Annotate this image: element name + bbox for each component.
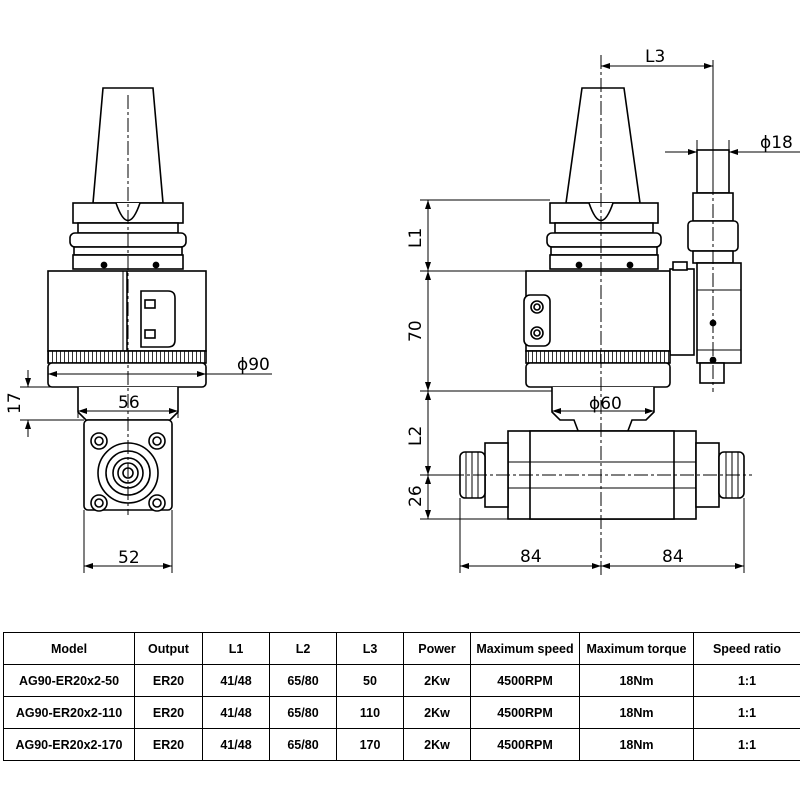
cell-max-speed: 4500RPM bbox=[470, 728, 580, 761]
table-header-row: Model Output L1 L2 L3 Power Maximum spee… bbox=[3, 632, 800, 665]
header-l2: L2 bbox=[269, 632, 337, 665]
dim-l3: L3 bbox=[645, 47, 665, 67]
dim-84-left: 84 bbox=[520, 547, 542, 567]
table-row: AG90-ER20x2-170 ER20 41/48 65/80 170 2Kw… bbox=[3, 728, 800, 761]
cell-l3: 50 bbox=[336, 664, 404, 697]
side-connector bbox=[669, 268, 695, 356]
side-view-dimensions bbox=[420, 60, 800, 573]
cell-l3: 110 bbox=[336, 696, 404, 729]
header-max-speed: Maximum speed bbox=[470, 632, 580, 665]
side-scale-ring bbox=[525, 350, 671, 364]
cell-output: ER20 bbox=[134, 696, 203, 729]
cell-l1: 41/48 bbox=[202, 696, 270, 729]
cell-output: ER20 bbox=[134, 728, 203, 761]
cell-power: 2Kw bbox=[403, 728, 471, 761]
header-speed-ratio: Speed ratio bbox=[693, 632, 800, 665]
dim-l2: L2 bbox=[406, 426, 426, 446]
cell-model: AG90-ER20x2-50 bbox=[3, 664, 135, 697]
header-model: Model bbox=[3, 632, 135, 665]
header-power: Power bbox=[403, 632, 471, 665]
cell-max-speed: 4500RPM bbox=[470, 664, 580, 697]
spindle-module bbox=[696, 262, 742, 364]
side-view bbox=[459, 87, 745, 520]
dim-17: 17 bbox=[5, 392, 25, 414]
dim-phi90: ϕ90 bbox=[237, 355, 270, 375]
scale-ring bbox=[47, 350, 207, 364]
cell-l2: 65/80 bbox=[269, 696, 337, 729]
dim-84-right: 84 bbox=[662, 547, 684, 567]
cell-power: 2Kw bbox=[403, 696, 471, 729]
dim-56: 56 bbox=[118, 393, 140, 413]
dim-52: 52 bbox=[118, 548, 140, 568]
table-row: AG90-ER20x2-50 ER20 41/48 65/80 50 2Kw 4… bbox=[3, 664, 800, 697]
cell-speed-ratio: 1:1 bbox=[693, 664, 800, 697]
cell-l1: 41/48 bbox=[202, 728, 270, 761]
table-row: AG90-ER20x2-110 ER20 41/48 65/80 110 2Kw… bbox=[3, 696, 800, 729]
header-l3: L3 bbox=[336, 632, 404, 665]
spec-table: Model Output L1 L2 L3 Power Maximum spee… bbox=[3, 632, 800, 761]
cell-max-torque: 18Nm bbox=[579, 728, 694, 761]
dim-phi18: ϕ18 bbox=[760, 133, 793, 153]
cell-model: AG90-ER20x2-110 bbox=[3, 696, 135, 729]
dim-26: 26 bbox=[406, 485, 426, 507]
cell-max-torque: 18Nm bbox=[579, 664, 694, 697]
header-output: Output bbox=[134, 632, 203, 665]
cell-speed-ratio: 1:1 bbox=[693, 728, 800, 761]
cell-l3: 170 bbox=[336, 728, 404, 761]
cell-max-speed: 4500RPM bbox=[470, 696, 580, 729]
dim-phi60: ϕ60 bbox=[589, 394, 622, 414]
front-view-dimensions bbox=[20, 370, 272, 573]
cell-l2: 65/80 bbox=[269, 664, 337, 697]
cell-max-torque: 18Nm bbox=[579, 696, 694, 729]
cell-power: 2Kw bbox=[403, 664, 471, 697]
cell-output: ER20 bbox=[134, 664, 203, 697]
cell-l2: 65/80 bbox=[269, 728, 337, 761]
cell-l1: 41/48 bbox=[202, 664, 270, 697]
header-max-torque: Maximum torque bbox=[579, 632, 694, 665]
dim-70: 70 bbox=[406, 320, 426, 342]
technical-drawing: ϕ90 17 56 52 L3 ϕ18 L1 70 ϕ60 L2 26 84 8… bbox=[5, 47, 800, 575]
cell-model: AG90-ER20x2-170 bbox=[3, 728, 135, 761]
header-l1: L1 bbox=[202, 632, 270, 665]
side-taper-shank bbox=[565, 87, 641, 204]
dim-l1: L1 bbox=[406, 228, 426, 248]
front-view bbox=[47, 87, 207, 512]
cell-speed-ratio: 1:1 bbox=[693, 696, 800, 729]
